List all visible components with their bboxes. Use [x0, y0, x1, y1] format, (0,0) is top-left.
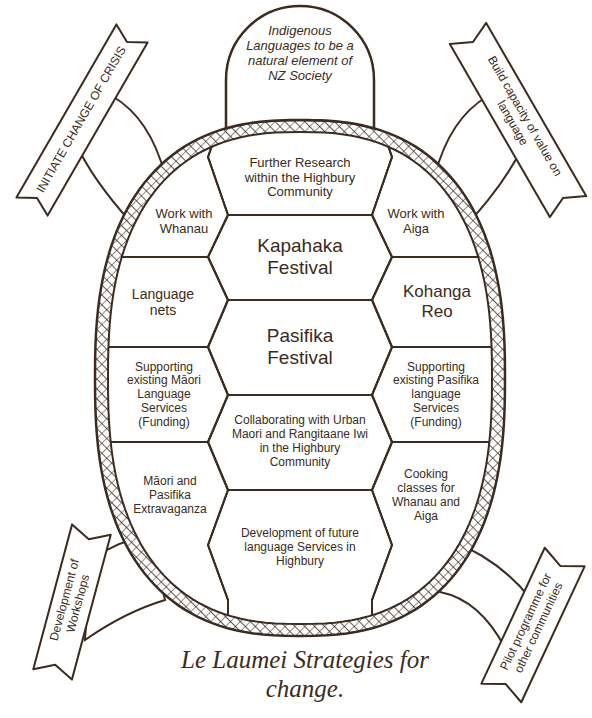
- segment-text: Work with Aiga: [384, 207, 448, 237]
- segment-border: [208, 395, 392, 490]
- segment-outline: [30, 257, 228, 347]
- diagram-title: Le Laumei Strategies for change.: [175, 646, 435, 704]
- segment-border: [372, 257, 570, 347]
- segment-text-box: Work with Aiga: [384, 207, 448, 237]
- head-text-box: Indigenous Languages to be a natural ele…: [240, 24, 360, 84]
- segment-text-box: Cooking classes for Whanau and Aiga: [387, 468, 465, 523]
- shell-outline: [95, 120, 505, 636]
- banner-shape: [33, 524, 110, 679]
- segment-outline: [372, 257, 570, 347]
- flipper-limbs: [80, 96, 530, 648]
- segment-text: Cooking classes for Whanau and Aiga: [387, 468, 465, 523]
- banner-text: INITIATE CHANGE OF CRISIS: [34, 44, 129, 195]
- segment-text-box: Kohanga Reo: [395, 282, 479, 321]
- segment-border: [208, 300, 392, 395]
- segment-text-box: Kapahaka Festival: [235, 235, 365, 279]
- segment-outline: [30, 347, 228, 442]
- segment-outline: [372, 100, 570, 257]
- segment-text: Kapahaka Festival: [235, 235, 365, 279]
- segment-border: [372, 347, 570, 442]
- head-text: Indigenous Languages to be a natural ele…: [240, 24, 360, 84]
- flipper-banner: Build capacity of value on language: [450, 23, 586, 217]
- shell-inner-line: [108, 132, 492, 624]
- banner-text-box: Development of Workshops: [33, 524, 110, 679]
- banner-text: Development of Workshops: [43, 540, 101, 665]
- segment-text-box: Supporting existing Māori Language Servi…: [115, 361, 213, 430]
- flipper-banner: INITIATE CHANGE OF CRISIS: [16, 24, 147, 215]
- segment-border: [208, 215, 392, 300]
- shell-rim: [95, 120, 505, 636]
- segment-text: Collaborating with Urban Maori and Rangi…: [230, 414, 370, 469]
- shell-segment: Supporting existing Māori Language Servi…: [30, 347, 228, 442]
- segment-text: Work with Whanau: [152, 207, 216, 237]
- segment-border: [30, 257, 228, 347]
- banner-shape: [16, 24, 147, 215]
- segment-text-box: Development of future language Services …: [230, 527, 370, 568]
- head-shape: [226, 6, 374, 128]
- segment-text-box: Pasifika Festival: [235, 325, 365, 369]
- banner-text: Pilot programme for other communities: [495, 564, 572, 686]
- segment-border: [30, 347, 228, 442]
- banner-shape: [450, 23, 586, 217]
- banner-text-box: Build capacity of value on language: [450, 23, 586, 217]
- segment-text: Māori and Pasifika Extravaganza: [129, 475, 211, 516]
- shell-segment: Kohanga Reo: [372, 257, 570, 347]
- banner-text: Build capacity of value on language: [463, 39, 573, 202]
- segment-text-box: Language nets: [122, 286, 204, 318]
- segment-border: [372, 100, 570, 257]
- banner-shape: [481, 548, 584, 703]
- segment-text-box: Further Research within the Highbury Com…: [235, 156, 365, 201]
- segment-text-box: Supporting existing Pasifika language Se…: [387, 361, 485, 430]
- shell-segment: Work with Aiga: [372, 100, 570, 257]
- shell-segment: Work with Whanau: [30, 100, 228, 257]
- segment-text-box: Collaborating with Urban Maori and Rangi…: [230, 414, 370, 469]
- segment-text: Further Research within the Highbury Com…: [235, 156, 365, 201]
- segment-text-box: Māori and Pasifika Extravaganza: [129, 475, 211, 516]
- segment-text: Development of future language Services …: [230, 527, 370, 568]
- shell-segment: Supporting existing Pasifika language Se…: [372, 347, 570, 442]
- segment-text: Supporting existing Māori Language Servi…: [115, 361, 213, 430]
- segment-border: [30, 100, 228, 257]
- segment-text: Pasifika Festival: [235, 325, 365, 369]
- shell-segment: Collaborating with Urban Maori and Rangi…: [208, 395, 392, 490]
- shell-segment: Pasifika Festival: [208, 300, 392, 395]
- segment-border: [208, 100, 392, 215]
- segment-text-box: Work with Whanau: [152, 207, 216, 237]
- banner-text-box: INITIATE CHANGE OF CRISIS: [16, 24, 147, 215]
- shell-segment: Language nets: [30, 257, 228, 347]
- segment-text: Kohanga Reo: [395, 282, 479, 321]
- shell-segment: Further Research within the Highbury Com…: [208, 100, 392, 215]
- flipper-banner: Pilot programme for other communities: [481, 548, 584, 703]
- segment-text: Language nets: [122, 286, 204, 318]
- shell-segment: Kapahaka Festival: [208, 215, 392, 300]
- segment-text: Supporting existing Pasifika language Se…: [387, 361, 485, 430]
- flipper-banner: Development of Workshops: [33, 524, 110, 679]
- turtle-head: Indigenous Languages to be a natural ele…: [226, 4, 374, 130]
- segment-outline: [372, 347, 570, 442]
